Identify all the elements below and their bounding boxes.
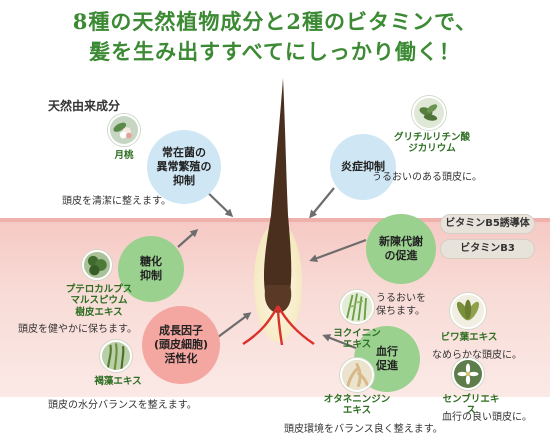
arrow-inflammation — [309, 187, 335, 219]
loquat-photo — [450, 293, 486, 329]
effect-inflammation-suppression: 炎症抑制 — [330, 134, 396, 200]
coix-photo — [340, 290, 374, 324]
glycyrrhizin-photo — [412, 96, 446, 130]
peach-label: 月桃 — [114, 150, 134, 161]
note-smooth: なめらかな頭皮に。 — [432, 350, 522, 361]
arrow-glycation — [177, 229, 199, 248]
effect-fungi-suppression: 常在菌の 異常繁殖の 抑制 — [147, 130, 221, 204]
peach-photo — [108, 114, 140, 146]
centella-label: センブリエキス — [442, 394, 500, 417]
headline-line-1: 8種の天然植物成分と2種のビタミンで、 — [72, 9, 478, 34]
ginseng-photo — [340, 358, 374, 392]
scalp-bottom-blank — [0, 397, 550, 437]
section-title: 天然由来成分 — [48, 99, 121, 113]
note-moisture-keep: うるおいを 保ちます。 — [376, 293, 426, 317]
hair-bulb — [264, 285, 292, 313]
glycyrrhizin-label: グリチルリチン酸 ジカリウム — [393, 132, 470, 155]
hair-shaft — [263, 78, 292, 302]
note-environment: 頭皮環境をバランス良く整えます。 — [284, 424, 443, 435]
note-cleanse: 頭皮を清潔に整えます。 — [62, 196, 171, 207]
arrow-growth-factor — [213, 312, 252, 341]
ginseng-label: オタネニンジン エキス — [323, 394, 391, 417]
pterocarpus-label: プテロカルプス マルスピウム 樹皮エキス — [65, 284, 133, 318]
note-moisture-balance: 頭皮の水分バランスを整えます。 — [48, 400, 197, 411]
effect-glycation-suppression: 糖化 抑制 — [118, 236, 184, 302]
effect-metabolism-promotion: 新陳代謝 の促進 — [366, 214, 436, 284]
headline-line-2: 髪を生み出すすべてにしっかり働く！ — [89, 39, 461, 64]
coix-label: ヨクイニン エキス — [333, 328, 381, 351]
centella-photo — [452, 358, 484, 390]
hair-root-vessels — [242, 305, 315, 346]
seaweed-label: 褐藻エキス — [94, 376, 142, 387]
vitamin-b5-badge: ビタミンB5誘導体 — [440, 214, 535, 234]
vitamin-b3-badge: ビタミンB3 — [440, 239, 535, 259]
seaweed-photo — [100, 340, 132, 372]
pterocarpus-photo — [82, 250, 112, 280]
note-circulation-good: 血行の良い頭皮に。 — [442, 412, 532, 423]
effect-growth-factor-activation: 成長因子 (頭皮細胞) 活性化 — [142, 306, 220, 384]
loquat-label: ビワ葉エキス — [440, 332, 498, 343]
note-moist-scalp: うるおいのある頭皮に。 — [372, 172, 482, 183]
arrow-metabolism — [309, 238, 367, 263]
note-healthy-scalp: 頭皮を健やかに保ちます。 — [18, 324, 137, 335]
